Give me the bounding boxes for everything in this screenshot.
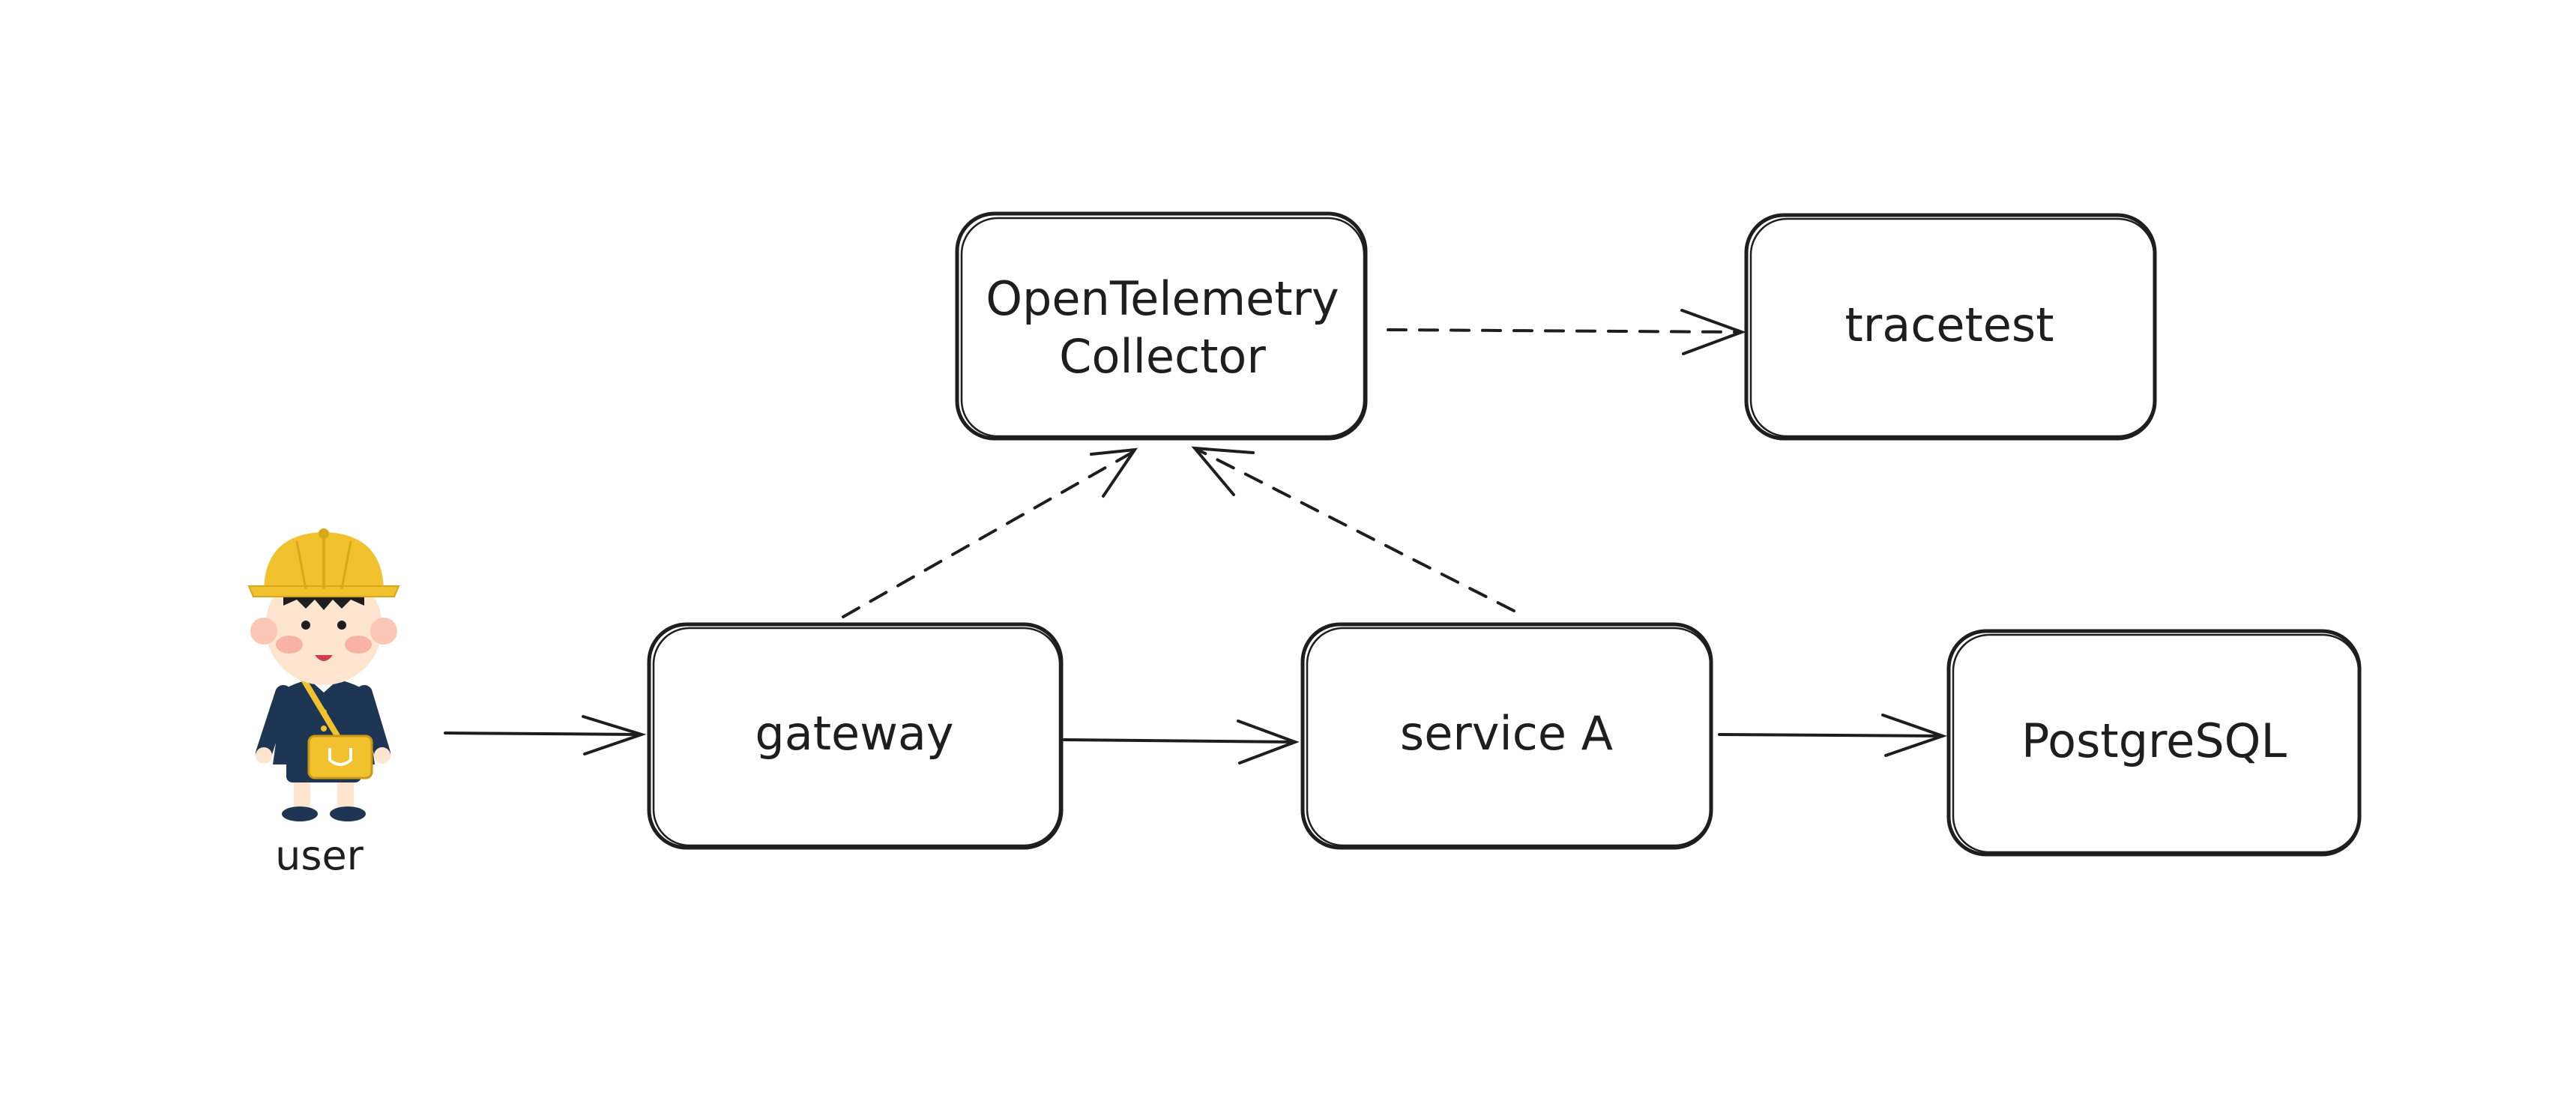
edge-gateway-to-collector <box>842 447 1138 618</box>
node-service-a: service A <box>1300 622 1713 850</box>
user-label: user <box>275 832 364 879</box>
user-illustration <box>247 528 400 821</box>
node-tracetest: tracetest <box>1744 213 2157 441</box>
edge-user-to-gateway <box>444 715 647 755</box>
collector-label-line-2: Collector <box>1059 329 1266 384</box>
node-opentelemetry-collector: OpenTelemetry Collector <box>955 211 1368 441</box>
gateway-label: gateway <box>755 706 953 761</box>
edge-collector-to-tracetest <box>1387 309 1746 355</box>
postgresql-label: PostgreSQL <box>2021 714 2287 768</box>
edge-service-a-to-collector <box>1191 446 1515 612</box>
edge-gateway-to-service-a <box>1063 720 1300 764</box>
node-postgresql: PostgreSQL <box>1946 629 2362 857</box>
service-a-label: service A <box>1400 706 1613 761</box>
edge-service-a-to-postgres <box>1718 714 1948 757</box>
edges <box>444 309 1948 764</box>
collector-label-line-1: OpenTelemetry <box>986 271 1339 326</box>
tracetest-label: tracetest <box>1844 298 2054 352</box>
node-gateway: gateway <box>647 622 1064 850</box>
